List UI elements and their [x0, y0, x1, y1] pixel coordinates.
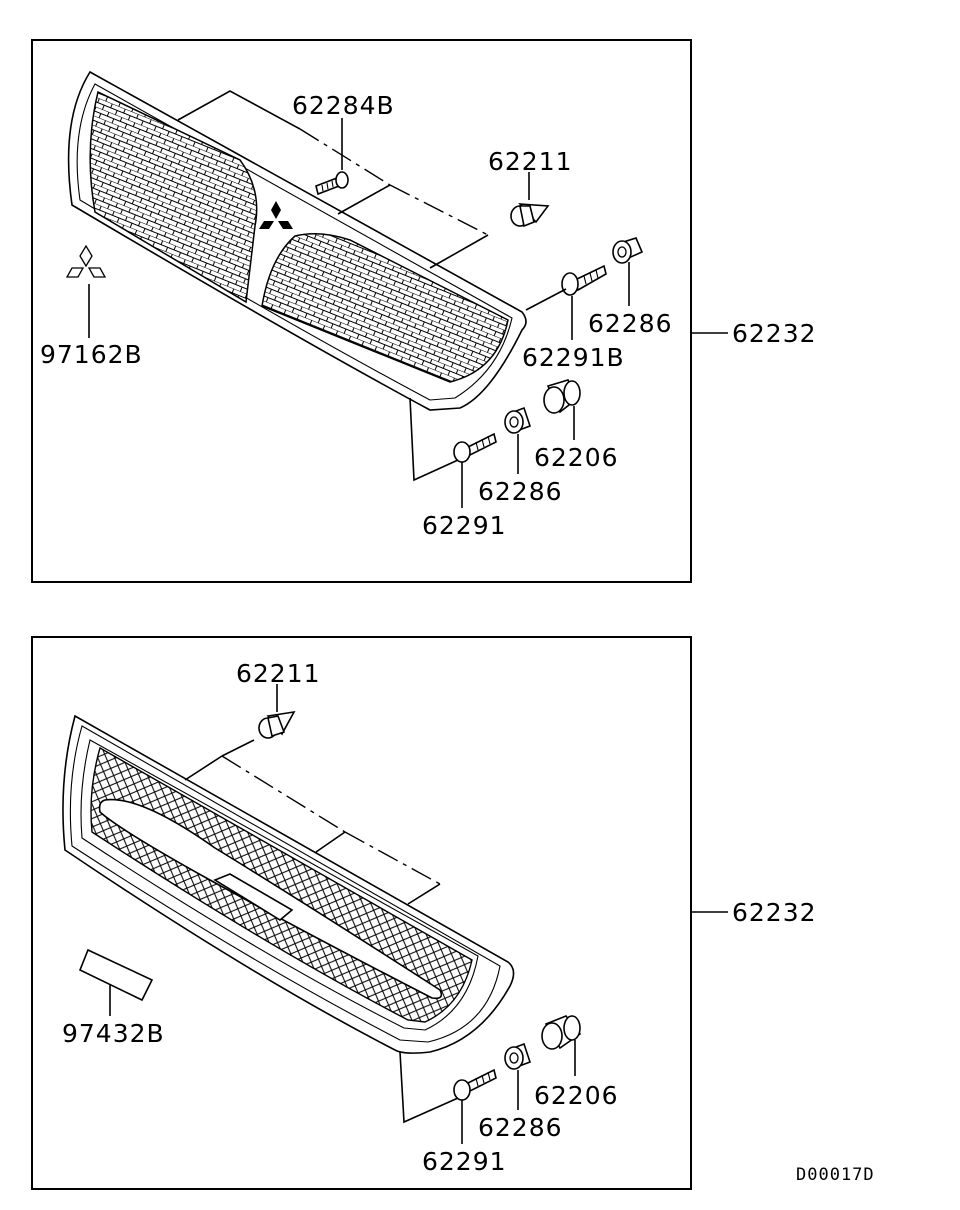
bushing-icon	[543, 379, 581, 414]
panel-frame	[31, 636, 692, 1190]
label-62291-upper: 62291	[422, 511, 507, 540]
label-97162B: 97162B	[40, 340, 143, 369]
grommet-icon	[612, 237, 644, 264]
grille-mesh-right	[261, 233, 509, 383]
bolt-lower-panel-icon	[453, 1068, 497, 1101]
label-62232-upper: 62232	[732, 319, 817, 348]
emblem-icon	[65, 244, 107, 278]
label-62211-upper: 62211	[488, 147, 573, 176]
label-62206-upper: 62206	[534, 443, 619, 472]
grille-lower	[62, 714, 515, 1054]
label-62291B: 62291B	[522, 343, 625, 372]
label-62286-lower: 62286	[478, 477, 563, 506]
bolt-icon	[561, 264, 607, 296]
plate-icon	[78, 948, 154, 1002]
grille-upper	[67, 70, 527, 411]
grille-mesh-left	[89, 90, 258, 304]
clip-icon	[510, 203, 550, 228]
panel-lower: 97432B 62211 62206 62286	[31, 636, 817, 1190]
label-97432B: 97432B	[62, 1019, 165, 1048]
panel-upper: 97162B 62284B 62211 62286	[31, 39, 817, 583]
diagram-code: D00017D	[796, 1165, 875, 1185]
label-62284B: 62284B	[292, 91, 395, 120]
panel-frame	[31, 39, 692, 583]
label-62232-lower: 62232	[732, 898, 817, 927]
label-62286-lower-panel: 62286	[478, 1113, 563, 1142]
grommet-lower-icon	[504, 406, 532, 434]
label-62211-lower: 62211	[236, 659, 321, 688]
clip-lower-icon	[258, 710, 296, 739]
grommet-lower-panel-icon	[504, 1042, 532, 1070]
label-62291-lower: 62291	[422, 1147, 507, 1176]
grille-emblem-icon	[259, 201, 293, 229]
bolt-lower-icon	[453, 432, 497, 463]
screw-icon	[315, 171, 349, 196]
bushing-lower-icon	[541, 1015, 582, 1050]
label-62286-right: 62286	[588, 309, 673, 338]
label-62206-lower: 62206	[534, 1081, 619, 1110]
